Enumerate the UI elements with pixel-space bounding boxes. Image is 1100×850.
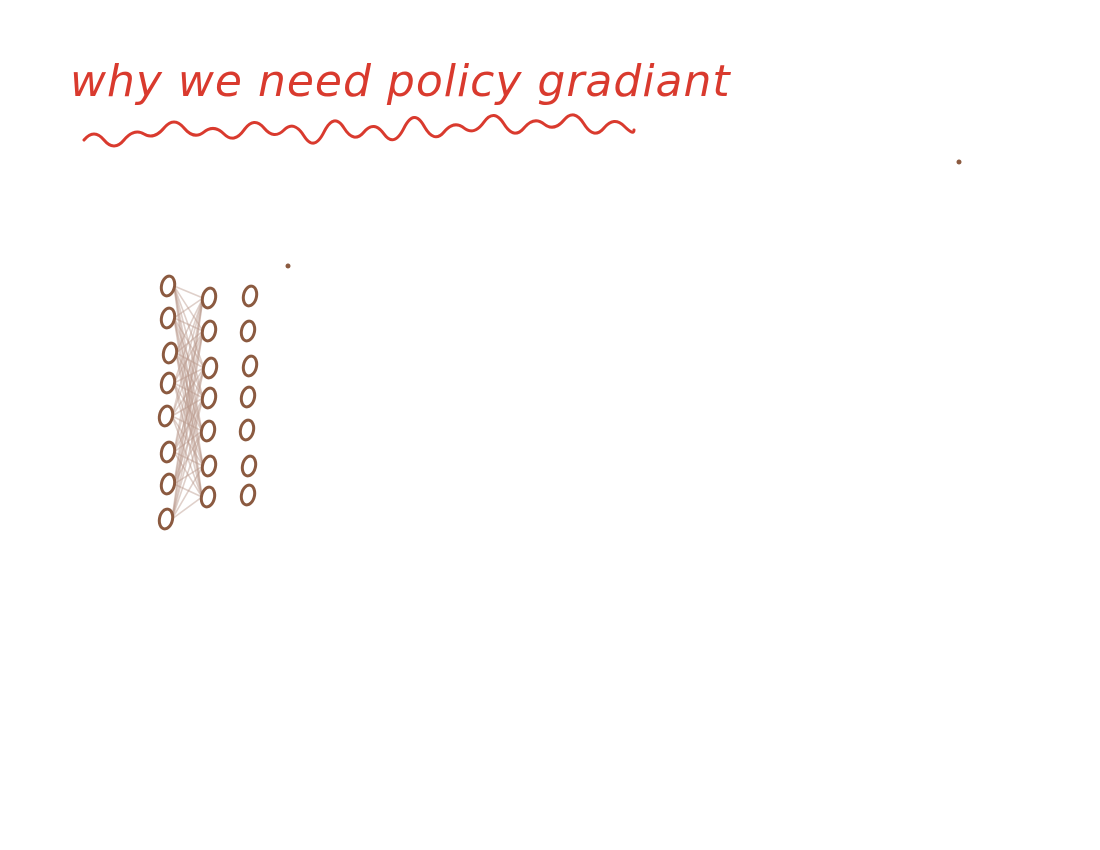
connection-line	[173, 382, 204, 399]
connection-line	[173, 285, 204, 299]
connection-line	[175, 297, 204, 354]
connection-line	[173, 451, 203, 498]
neuron-node	[159, 306, 177, 330]
pen-dot-right	[956, 159, 962, 165]
network-connections	[171, 285, 205, 520]
neural-network-sketch	[157, 274, 259, 531]
connection-line	[171, 367, 205, 520]
connection-line	[173, 317, 204, 399]
connection-line	[171, 415, 204, 467]
connection-line	[173, 317, 205, 369]
neuron-node	[159, 472, 177, 496]
connection-line	[173, 285, 205, 369]
connection-line	[173, 382, 203, 498]
connection-line	[173, 330, 204, 453]
neuron-node	[238, 418, 256, 442]
connection-line	[173, 285, 204, 399]
network-layer-3	[238, 284, 259, 507]
neuron-node	[199, 485, 217, 509]
connection-line	[173, 465, 204, 485]
connection-line	[173, 397, 204, 453]
connection-line	[173, 285, 203, 432]
neuron-node	[157, 404, 175, 428]
neuron-node	[241, 284, 259, 308]
neuron-node	[161, 341, 179, 365]
neuron-node	[159, 274, 177, 298]
connection-line	[175, 352, 203, 432]
connection-line	[175, 352, 203, 498]
connection-line	[173, 367, 205, 485]
neuron-node	[201, 356, 219, 380]
neuron-node	[239, 483, 257, 507]
connection-line	[173, 397, 204, 485]
connection-line	[173, 451, 204, 467]
neuron-node	[200, 454, 218, 478]
connection-line	[173, 483, 203, 498]
connection-line	[171, 297, 204, 520]
connection-line	[175, 330, 204, 354]
connection-line	[171, 397, 204, 520]
connection-line	[173, 285, 203, 498]
network-layer-2	[199, 286, 219, 509]
connection-line	[173, 430, 203, 485]
neuron-node	[239, 385, 257, 409]
connection-line	[173, 330, 204, 384]
connection-line	[171, 330, 204, 520]
neuron-node	[240, 454, 258, 478]
title-squiggle-underline	[82, 113, 636, 148]
connection-line	[175, 352, 205, 369]
connection-line	[173, 330, 204, 485]
connection-line	[173, 317, 204, 332]
neuron-node	[200, 286, 218, 310]
connection-line	[173, 317, 203, 498]
network-layer-1	[157, 274, 179, 531]
connection-line	[173, 297, 204, 384]
neuron-node	[239, 319, 257, 343]
connection-line	[173, 297, 204, 319]
connection-line	[171, 367, 205, 417]
neuron-node	[200, 319, 218, 343]
connection-line	[173, 297, 204, 453]
neuron-node	[159, 371, 177, 395]
neuron-node	[200, 386, 218, 410]
neuron-node	[199, 419, 217, 443]
connection-line	[171, 397, 204, 417]
handwritten-title: why we need policy gradiant	[70, 56, 731, 107]
connection-line	[173, 367, 205, 384]
connection-line	[173, 285, 204, 467]
connection-line	[171, 496, 203, 520]
neuron-node	[157, 507, 175, 531]
connection-line	[171, 415, 203, 498]
connection-line	[173, 367, 205, 453]
connection-line	[173, 382, 203, 432]
connection-line	[173, 317, 204, 467]
connection-line	[171, 430, 203, 520]
connection-line	[171, 330, 204, 417]
neuron-node	[159, 440, 177, 464]
connection-line	[171, 297, 204, 417]
connection-line	[175, 352, 204, 467]
connection-line	[173, 297, 204, 485]
connection-line	[173, 430, 203, 453]
connection-line	[175, 352, 204, 399]
connection-line	[173, 382, 204, 467]
connection-line	[173, 285, 204, 332]
connection-line	[171, 415, 203, 432]
connection-line	[171, 465, 204, 520]
pen-dot-network	[285, 263, 291, 269]
connection-line	[173, 317, 203, 432]
neuron-node	[241, 354, 259, 378]
